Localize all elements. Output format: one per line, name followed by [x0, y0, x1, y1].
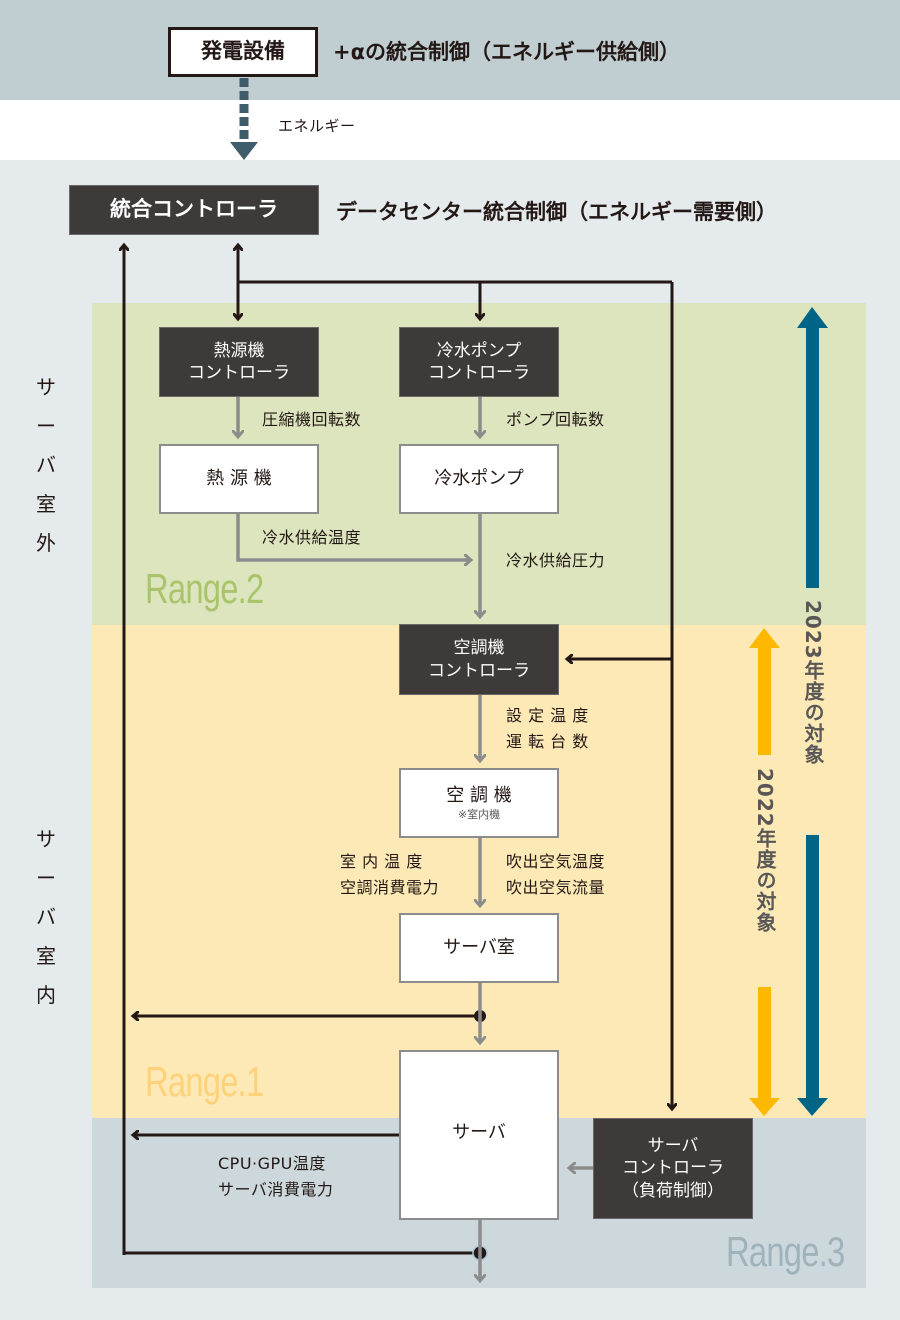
fy2023-scope-label: 2023年度の対象 — [801, 600, 825, 765]
fy2023-scope-arrow — [797, 307, 828, 1116]
pump-controller-box: 冷水ポンプ コントローラ — [399, 327, 559, 397]
supply-side-title: +αの統合制御（エネルギー供給側） — [333, 40, 681, 64]
server-controller-box: サーバ コントローラ （負荷制御） — [593, 1118, 753, 1219]
range1-label: Range.1 — [145, 1058, 264, 1105]
compressor-speed-label: 圧縮機回転数 — [262, 410, 362, 429]
server-box: サーバ — [399, 1050, 559, 1220]
inside-server-room-label: サ ー バ 室 内 — [36, 827, 56, 1007]
energy-arrow — [230, 78, 258, 160]
energy-label: エネルギー — [278, 117, 356, 135]
chilled-water-pressure-label: 冷水供給圧力 — [506, 551, 606, 570]
fy2022-scope-arrow — [749, 628, 780, 1116]
pump-speed-label: ポンプ回転数 — [506, 410, 605, 429]
heat-source-controller-box: 熱源機 コントローラ — [159, 327, 319, 397]
demand-side-title: データセンター統合制御（エネルギー需要側） — [336, 200, 777, 224]
signal-lines — [238, 397, 593, 1280]
chilled-water-pump-box: 冷水ポンプ — [399, 444, 559, 514]
ac-unit-box: 空 調 機 ※室内機 — [399, 768, 559, 838]
control-lines — [124, 246, 672, 1255]
power-generation-box: 発電設備 — [168, 27, 318, 77]
room-readings-label: 室 内 温 度 空調消費電力 — [340, 852, 440, 898]
supply-side-band — [0, 0, 900, 100]
server-readings-label: CPU·GPU温度 サーバ消費電力 — [218, 1154, 334, 1200]
ac-controller-box: 空調機 コントローラ — [399, 624, 559, 695]
outlet-air-label: 吹出空気温度 吹出空気流量 — [506, 852, 606, 898]
range3-label: Range.3 — [726, 1228, 845, 1275]
range2-label: Range.2 — [145, 565, 264, 612]
energy-transfer-band — [0, 100, 900, 160]
server-room-box: サーバ室 — [399, 913, 559, 983]
fy2022-scope-label: 2022年度の対象 — [753, 768, 777, 933]
integrated-controller-box: 統合コントローラ — [69, 185, 319, 235]
ac-setpoints-label: 設 定 温 度 運 転 台 数 — [506, 706, 589, 752]
outside-server-room-label: サ ー バ 室 外 — [36, 375, 56, 555]
chilled-water-temp-label: 冷水供給温度 — [262, 528, 362, 547]
heat-source-box: 熱 源 機 — [159, 444, 319, 514]
